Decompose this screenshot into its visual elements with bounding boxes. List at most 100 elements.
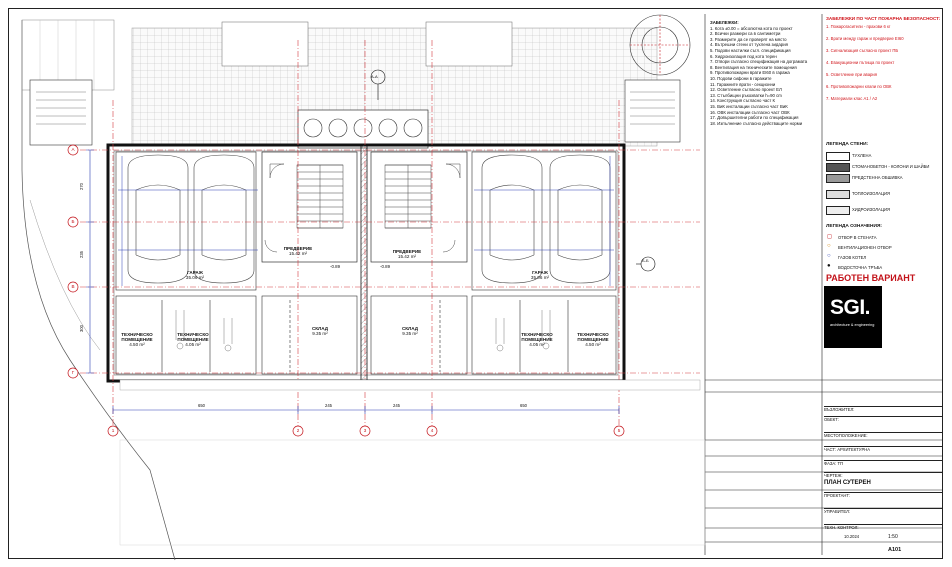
axis-bubble — [67, 144, 625, 437]
fire-line: 5. Осветление при авария — [826, 72, 877, 77]
note-line: 15. ВиК инсталации съгласно част ВиК — [710, 103, 788, 109]
note-line: 12. Осветление съгласно проект ЕЛ — [710, 87, 782, 93]
legend-item: ХИДРОИЗОЛАЦИЯ — [852, 207, 890, 212]
fire-heading: ЗАБЕЛЕЖКИ ПО ЧАСТ ПОЖАРНА БЕЗОПАСНОСТ: — [826, 16, 941, 21]
note-line: 8. Вентилация на техническите помещения — [710, 64, 797, 70]
legend-item: ВЕНТИЛАЦИОНЕН ОТВОР — [838, 245, 892, 250]
car-icon — [549, 154, 611, 284]
axis-label: 4 — [430, 428, 434, 433]
fence — [21, 19, 115, 91]
dimension-text: 270 — [79, 183, 84, 190]
note-line: 2. Всички размери са в сантиметри — [710, 31, 781, 37]
courtyard — [221, 21, 309, 67]
downpipe-icon: ● — [827, 263, 831, 269]
titleblock-row: ОБЕКТ: — [824, 416, 942, 422]
axis-label: Б — [71, 219, 75, 224]
stairwell-left — [261, 151, 358, 263]
note-line: 16. ОВК инсталации съгласно част ОВК — [710, 109, 790, 115]
dimension-line — [112, 406, 620, 414]
dimension-text: 650 — [520, 403, 527, 408]
note-line: 13. Стълбищни ръкохватки h=90 cm — [710, 92, 782, 98]
axis-label: 3 — [363, 428, 367, 433]
section-mark-label: A-A — [371, 74, 378, 79]
date-value: 10.2024 — [844, 534, 860, 539]
note-line: 1. Кота ±0.00 = абсолютна кота по проект — [710, 25, 793, 31]
fire-line: 4. Евакуационни пътища по проект — [826, 60, 895, 65]
boiler-icon: ○ — [827, 253, 831, 259]
titleblock-row: ВЪЗЛОЖИТЕЛ: — [824, 406, 942, 412]
storage-left — [261, 295, 358, 375]
legend-swatch — [826, 152, 850, 161]
axis-label: В — [71, 284, 75, 289]
tech-rooms-right — [471, 295, 617, 375]
dimension-line — [86, 149, 94, 374]
section-marker-icon — [370, 69, 656, 272]
legend-item: ТОПЛОИЗОЛАЦИЯ — [852, 191, 891, 196]
legend-swatch — [826, 163, 850, 172]
fire-line: 6. Противопожарни клапи по ОВК — [826, 84, 892, 89]
note-line: 11. Гаражните врати - секционни — [710, 81, 776, 87]
note-line: 7. Отвори съгласно спецификация на догра… — [710, 59, 808, 65]
axis-label: 5 — [617, 428, 621, 433]
dimension-text: 650 — [198, 403, 205, 408]
dimension-text: 245 — [325, 403, 332, 408]
level-mark: -0.89 — [380, 264, 391, 269]
legend-item: ТУХЛЕНА — [852, 153, 872, 158]
legend-item: ГАЗОВ КОТЕЛ — [838, 255, 867, 260]
logo-text: SGI. — [830, 296, 871, 319]
fire-line: 3. Сигнализация съгласно проект ПБ — [826, 48, 899, 53]
legend-item: ВОДОСТОЧНА ТРЪБА — [838, 265, 883, 270]
note-line: 3. Размерите да се проверят на място — [710, 36, 787, 42]
planter-row — [297, 109, 429, 149]
notes-heading: ЗАБЕЛЕЖКИ: — [710, 20, 739, 25]
drawing-title: ПЛАН СУТЕРЕН — [824, 480, 871, 486]
external-stair — [29, 79, 93, 146]
axis-label: 2 — [296, 428, 300, 433]
note-line: 14. Конструкция съгласно част К — [710, 98, 776, 104]
dimension-text: 300 — [79, 325, 84, 332]
section-mark-label: Б-Б — [642, 258, 649, 263]
storage-right — [370, 295, 468, 375]
vent-icon: ○ — [827, 243, 831, 249]
car-icon — [193, 154, 255, 284]
logo-subtitle: architecture & engineering — [830, 323, 875, 327]
legend-heading: ЛЕГЕНДА ОЗНАЧЕНИЯ: — [826, 224, 882, 229]
legend-item: ОТВОР В СТЕНАТА — [838, 235, 877, 240]
legend-heading: ЛЕГЕНДА СТЕНИ: — [826, 142, 869, 147]
legend-swatch — [826, 190, 850, 199]
right-panel: ЗАБЕЛЕЖКИ ПО ЧАСТ ПОЖАРНА БЕЗОПАСНОСТ: 1… — [824, 14, 942, 555]
axis-label: Г — [71, 370, 75, 375]
legend-swatch — [826, 174, 850, 183]
dimension-text: 245 — [393, 403, 400, 408]
axis-label: A — [71, 147, 75, 152]
general-notes: ЗАБЕЛЕЖКИ: 1. Кота ±0.00 = абсолютна кот… — [710, 20, 820, 126]
note-line: 4. Вътрешни стени от тухлена зидария — [710, 42, 788, 48]
working-version-stamp: РАБОТЕН ВАРИАНТ — [826, 273, 916, 283]
titleblock-row: МЕСТОПОЛОЖЕНИЕ: — [824, 432, 942, 438]
fire-line: 7. Материали клас А1 / A2 — [826, 96, 878, 101]
stair-flight — [296, 164, 344, 229]
titleblock-row: ЧАСТ: АРХИТЕКТУРНА — [824, 446, 942, 452]
car-icon — [127, 154, 189, 284]
axis-label: 1 — [111, 428, 115, 433]
external-stair — [624, 79, 681, 143]
paving-strip — [119, 439, 706, 546]
stair-flight — [384, 164, 432, 229]
legend-item: СТОМАНОБЕТОН - КОЛОНИ И ШАЙБИ — [852, 164, 930, 169]
opening-icon: ◻ — [827, 234, 832, 240]
company-logo: SGI. architecture & engineering — [824, 286, 882, 348]
note-line: 10. Подови сифони в гаражите — [710, 75, 772, 81]
titleblock-row: ТЕХН. КОНТРОЛ: — [824, 524, 942, 530]
tech-rooms-left — [115, 295, 257, 375]
